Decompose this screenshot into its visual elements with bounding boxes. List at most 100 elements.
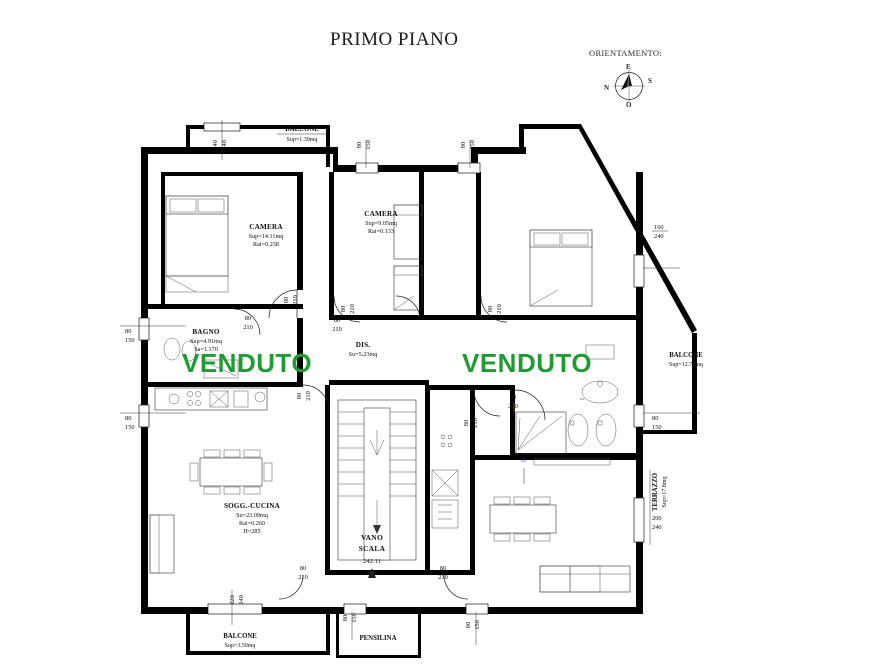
dim-width: 80: [356, 142, 363, 148]
dim-win-left-2: 80 150: [125, 415, 135, 431]
dim-win-top-mid-1: 80 150: [356, 140, 372, 150]
dim-height: 240: [654, 233, 664, 240]
room-area: Su=5.23mq: [349, 351, 378, 358]
room-label-camera-1: CAMERA Sup=14.11mq Rai=0.238: [249, 223, 284, 248]
misc-marks: 4A wc: [513, 396, 585, 484]
stairwell-value: 242.11: [363, 558, 381, 565]
dim-width: 80: [283, 297, 290, 303]
page-title: PRIMO PIANO: [330, 29, 459, 50]
dim-width: 80: [460, 142, 467, 148]
bathroom-2-fixtures: [515, 380, 619, 466]
dim-height: 150: [365, 140, 372, 150]
room-sa: Sa=1.170: [194, 346, 218, 353]
opening-dimensions: 140 240 80 150 80 150 160 240 80 150 80 …: [125, 140, 668, 630]
dim-width: 200: [652, 515, 662, 522]
sofa-left: [149, 514, 175, 574]
dim-win-top-left: 140 240: [212, 140, 228, 150]
kitchen-counter: [154, 387, 268, 411]
venduto-stamp: VENDUTO: [182, 348, 312, 378]
living-right: [489, 496, 631, 593]
staircase: [337, 399, 459, 561]
outdoor-area: Sup=3.50mq: [225, 643, 256, 649]
outdoor-name: BALCONE: [669, 352, 703, 359]
outdoor-name: BALCONE: [285, 126, 319, 133]
dim-height: 210: [349, 304, 356, 314]
dim-door-camera1: 80 210: [283, 295, 299, 305]
dim-win-right-1: 160 240: [652, 224, 668, 240]
balcony-fixture: [585, 344, 615, 360]
dim-height: 240: [221, 140, 228, 150]
room-area: Sup=9.05mq: [365, 220, 397, 227]
dim-width: 80: [510, 394, 516, 401]
dim-door-camera3: 80 210: [487, 304, 503, 314]
dim-width: 220: [229, 595, 236, 605]
dim-door-bath2: 80 210: [508, 394, 518, 410]
dim-width: 80: [487, 306, 494, 312]
room-area: Su=23.09mq: [236, 512, 268, 519]
dim-door-bottom-1: 80 210: [298, 565, 308, 581]
dim-win-left-1: 80 150: [125, 328, 135, 344]
orientation-block: ORIENTAMENTO: E S N O: [589, 48, 662, 109]
room-label-sogg-cucina: SOGG.-CUCINA Su=23.09mq Rai=0.260 H=285: [224, 502, 281, 535]
label-terrazzo: TERRAZZO Sup=17.8mq: [652, 473, 668, 511]
label-balcone-right: BALCONE Sup=12.78mq: [669, 352, 703, 368]
stairwell-label: VANO SCALA 242.11: [359, 533, 385, 578]
dim-width: 140: [212, 140, 219, 150]
building-walls: [141, 124, 697, 658]
dim-win-bottom-left: 220 240: [229, 595, 245, 605]
dim-door-dis-1: 80 210: [340, 304, 356, 314]
room-label-bagno: BAGNO Sup=4.91mq Sa=1.170: [190, 328, 222, 353]
dim-width: 80: [440, 565, 446, 572]
dim-door-bottom-2: 80 210: [438, 565, 448, 581]
dim-door-kitchen: 80 210: [296, 391, 312, 401]
outdoor-labels: BALCONE Sup=1.30mq BALCONE Sup=12.78mq B…: [223, 126, 703, 649]
furniture-layer: [149, 195, 631, 593]
room-area: Sup=4.91mq: [190, 338, 222, 345]
room-name: CAMERA: [249, 223, 283, 231]
dimension-lines: [120, 120, 700, 645]
door-swings: [233, 289, 546, 600]
dim-height: 210: [292, 295, 299, 305]
dim-height: 150: [469, 140, 476, 150]
dim-win-right-3: 200 240: [652, 515, 662, 531]
dim-height: 210: [243, 324, 253, 331]
mark-wc: wc: [580, 396, 585, 401]
compass-label-top: E: [626, 63, 631, 71]
room-height: H=285: [243, 528, 260, 535]
room-name: BAGNO: [192, 328, 220, 336]
dim-door-dis-2: 80 210: [332, 317, 342, 333]
dim-height: 150: [125, 424, 135, 431]
dim-height: 210: [508, 403, 518, 410]
room-name: CAMERA: [364, 210, 398, 218]
dim-height: 210: [438, 574, 448, 581]
stairwell-line-1: VANO: [361, 533, 383, 542]
dim-height: 150: [125, 337, 135, 344]
outdoor-area: Sup=17.8mq: [662, 477, 668, 508]
sold-stamps: VENDUTO VENDUTO: [182, 348, 592, 378]
room-name: SOGG.-CUCINA: [224, 502, 281, 510]
dim-width: 80: [245, 315, 251, 322]
label-balcone-bottom: BALCONE Sup=3.50mq: [223, 633, 257, 649]
room-rai: Rai=0.133: [368, 228, 394, 235]
room-area: Sup=14.11mq: [249, 233, 284, 240]
dim-width: 80: [125, 415, 131, 422]
dim-height: 210: [472, 418, 479, 428]
bathroom-1-fixtures: [163, 337, 239, 379]
dim-width: 80: [334, 317, 340, 324]
room-rai: Rai=0.238: [253, 241, 279, 248]
dim-door-hall: 80 210: [463, 418, 479, 428]
dim-win-bottom-right: 80 150: [465, 620, 481, 630]
dim-win-bottom-mid: 80 150: [342, 613, 358, 623]
dim-door-bagno: 80 210: [243, 315, 253, 331]
outdoor-name: PENSILINA: [359, 635, 396, 642]
room-label-camera-2: CAMERA Sup=9.05mq Rai=0.133: [364, 210, 398, 235]
room-label-disimpegno: DIS. Su=5.23mq: [349, 341, 378, 358]
bed-camera-3: [529, 229, 593, 307]
compass-label-left: N: [604, 84, 609, 92]
room-rai: Rai=0.260: [239, 520, 265, 527]
dim-width: 80: [125, 328, 131, 335]
label-pensilina: PENSILINA: [359, 635, 396, 642]
dim-height: 210: [305, 391, 312, 401]
